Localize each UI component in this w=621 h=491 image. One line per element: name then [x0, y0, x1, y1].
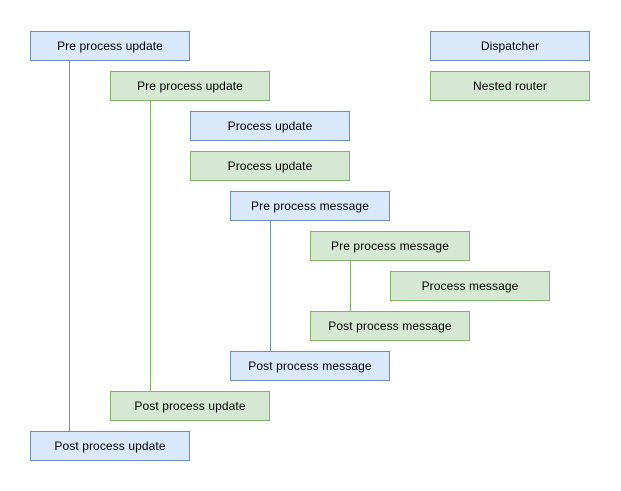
process-node[interactable]: Process update — [190, 111, 350, 141]
process-node-label: Pre process update — [137, 79, 243, 93]
legend-item-label: Dispatcher — [480, 39, 540, 53]
process-node-label: Process update — [227, 159, 313, 173]
dispatcher-update-spine — [69, 61, 70, 431]
process-node[interactable]: Post process update — [30, 431, 190, 461]
process-node-label: Pre process update — [57, 39, 163, 53]
process-node[interactable]: Pre process update — [110, 71, 270, 101]
process-node-label: Post process message — [328, 319, 452, 333]
process-node-label: Pre process message — [331, 239, 449, 253]
dispatcher-message-spine — [270, 221, 271, 351]
process-node[interactable]: Pre process message — [310, 231, 470, 261]
process-node-label: Post process message — [248, 359, 372, 373]
process-node-label: Process update — [227, 119, 313, 133]
legend-item-label: Nested router — [472, 79, 547, 93]
process-node-label: Post process update — [54, 439, 166, 453]
process-node[interactable]: Post process message — [310, 311, 470, 341]
process-node[interactable]: Pre process update — [30, 31, 190, 61]
process-node-label: Post process update — [134, 399, 246, 413]
process-node-label: Process message — [421, 279, 519, 293]
process-node[interactable]: Post process update — [110, 391, 270, 421]
process-node-label: Pre process message — [251, 199, 369, 213]
process-node[interactable]: Process update — [190, 151, 350, 181]
process-node[interactable]: Process message — [390, 271, 550, 301]
router-update-spine — [150, 101, 151, 391]
legend-item-router[interactable]: Nested router — [430, 71, 590, 101]
router-message-spine — [350, 261, 351, 311]
process-node[interactable]: Post process message — [230, 351, 390, 381]
legend-item-dispatcher[interactable]: Dispatcher — [430, 31, 590, 61]
process-node[interactable]: Pre process message — [230, 191, 390, 221]
